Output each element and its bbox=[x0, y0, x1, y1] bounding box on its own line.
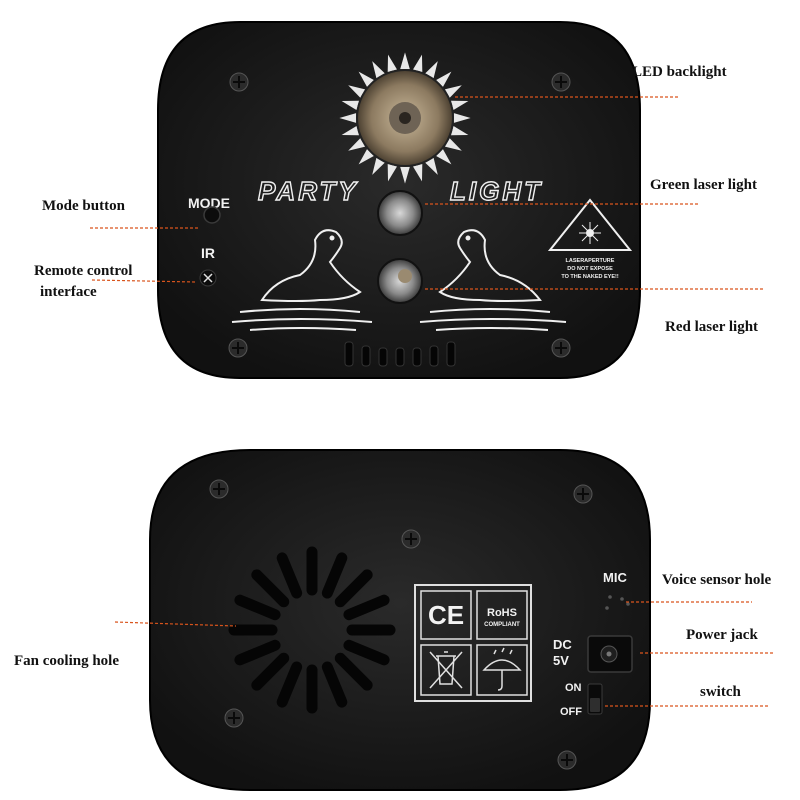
led-ray bbox=[348, 138, 366, 151]
ce-mark: CE bbox=[428, 600, 464, 630]
red-laser-lens bbox=[377, 258, 423, 304]
light-text: LIGHT bbox=[450, 176, 543, 206]
callout-led-backlight: LED backlight bbox=[632, 64, 727, 80]
callout-green-laser: Green laser light bbox=[650, 177, 757, 193]
led-ray bbox=[348, 85, 366, 98]
fan-slot bbox=[234, 639, 281, 666]
fan-slot bbox=[334, 652, 373, 691]
front-vent-slots bbox=[344, 341, 456, 367]
back-panel: CE RoHS COMPLIANT MIC DC 5V bbox=[149, 449, 651, 791]
leader-line-ir bbox=[91, 279, 197, 283]
callout-voice-sensor: Voice sensor hole bbox=[662, 572, 772, 588]
mic-holes bbox=[605, 595, 630, 610]
led-ray bbox=[444, 138, 462, 151]
led-ray bbox=[444, 85, 462, 98]
callout-remote-interface: interface bbox=[40, 284, 97, 300]
ir-label: IR bbox=[201, 245, 215, 261]
warning-line-2: DO NOT EXPOSE bbox=[567, 266, 613, 272]
led-ray bbox=[358, 71, 374, 87]
led-ray bbox=[341, 100, 360, 111]
led-ray bbox=[450, 100, 469, 111]
party-text: PARTY bbox=[258, 176, 359, 206]
screw-icon bbox=[551, 338, 571, 358]
led-ray bbox=[387, 163, 398, 182]
leader-lines bbox=[90, 96, 775, 707]
fan-cooling-hole bbox=[228, 546, 396, 714]
led-ray bbox=[425, 157, 438, 175]
warning-line-1: LASERAPERTURE bbox=[566, 258, 615, 264]
warning-line-3: TO THE NAKED EYE!! bbox=[561, 274, 619, 280]
screw-icon bbox=[209, 479, 229, 499]
led-ray bbox=[339, 113, 357, 123]
callout-switch: switch bbox=[700, 684, 741, 700]
led-ray bbox=[358, 149, 374, 165]
screw-icon bbox=[401, 529, 421, 549]
switch-off-label: OFF bbox=[560, 706, 582, 718]
power-jack[interactable] bbox=[587, 635, 633, 673]
green-laser-lens bbox=[377, 190, 423, 236]
led-ray bbox=[400, 166, 410, 184]
screw-icon bbox=[224, 708, 244, 728]
fan-slot bbox=[321, 552, 348, 599]
led-ray bbox=[436, 149, 452, 165]
dc-label: DC bbox=[553, 637, 572, 652]
fan-slot bbox=[343, 639, 390, 666]
fan-slot bbox=[321, 661, 348, 708]
led-ray bbox=[341, 125, 360, 136]
voltage-label: 5V bbox=[553, 653, 569, 668]
fan-slot bbox=[343, 594, 390, 621]
led-ray bbox=[412, 54, 423, 73]
led-ray bbox=[372, 157, 385, 175]
callout-power-jack: Power jack bbox=[686, 627, 758, 643]
mode-button[interactable] bbox=[203, 206, 221, 224]
seal-right-illustration bbox=[419, 229, 567, 331]
callout-fan-cooling: Fan cooling hole bbox=[14, 653, 120, 669]
weee-bin-icon bbox=[429, 651, 463, 689]
front-panel: PARTY LIGHT MODE IR bbox=[157, 21, 641, 379]
fan-slot bbox=[234, 594, 281, 621]
callout-red-laser: Red laser light bbox=[665, 319, 759, 335]
led-ray bbox=[425, 61, 438, 79]
laser-warning-icon bbox=[547, 198, 633, 251]
led-ray bbox=[387, 54, 398, 73]
fan-slot bbox=[276, 552, 303, 599]
mode-label: MODE bbox=[188, 195, 230, 211]
switch-on-label: ON bbox=[565, 682, 582, 694]
fan-slot bbox=[334, 569, 373, 608]
power-switch[interactable] bbox=[587, 683, 603, 715]
rohs-sub: COMPLIANT bbox=[484, 622, 520, 628]
umbrella-icon bbox=[482, 647, 522, 691]
seal-left-illustration bbox=[231, 229, 373, 331]
led-ray bbox=[436, 71, 452, 87]
fan-slot bbox=[276, 661, 303, 708]
led-ray bbox=[400, 52, 410, 70]
screw-icon bbox=[573, 484, 593, 504]
callout-remote-control: Remote control bbox=[34, 263, 133, 279]
screw-icon bbox=[228, 338, 248, 358]
fan-slot bbox=[251, 569, 290, 608]
screw-icon bbox=[229, 72, 249, 92]
fan-slot bbox=[251, 652, 290, 691]
screw-icon bbox=[557, 750, 577, 770]
led-ray bbox=[372, 61, 385, 79]
led-ray bbox=[450, 125, 469, 136]
screw-icon bbox=[551, 72, 571, 92]
led-ray bbox=[453, 113, 471, 123]
ir-receiver bbox=[199, 269, 217, 287]
certification-marks: CE RoHS COMPLIANT bbox=[414, 584, 532, 702]
mic-label: MIC bbox=[603, 570, 627, 585]
led-backlight bbox=[339, 52, 471, 184]
rohs-mark: RoHS bbox=[487, 607, 517, 619]
callout-mode-button: Mode button bbox=[42, 198, 125, 214]
led-ray bbox=[412, 163, 423, 182]
leader-line-fan bbox=[114, 621, 237, 627]
